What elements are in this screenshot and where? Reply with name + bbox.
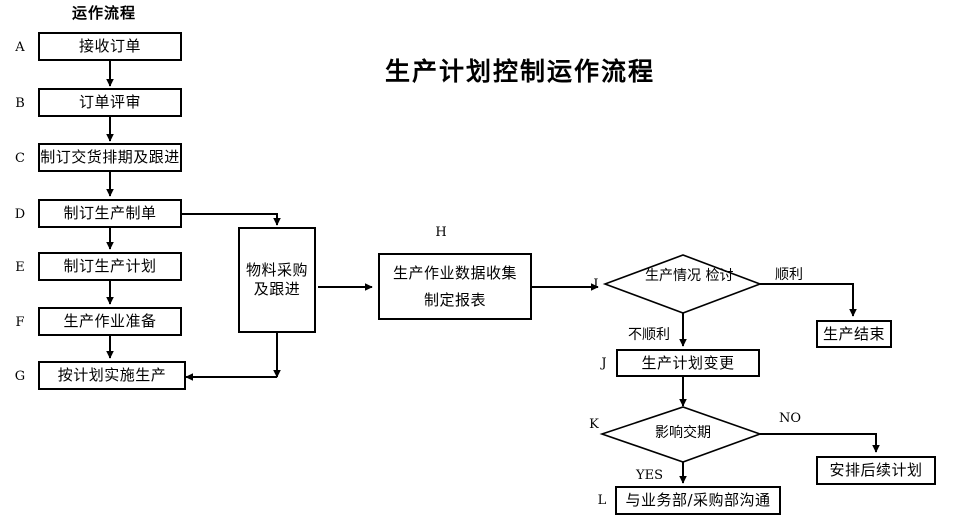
step-label-l: L <box>597 493 607 508</box>
step-label-k: K <box>589 417 599 432</box>
node-h-text-line1: 生产作业数据收集 <box>392 263 517 282</box>
step-label-d: D <box>14 207 26 222</box>
node-i-text-line1: 生产情况 <box>645 268 701 284</box>
node-material-text-line2: 及跟进 <box>253 280 301 298</box>
node-j-text: 生产计划变更 <box>641 353 735 372</box>
step-label-b: B <box>15 96 25 111</box>
node-g-execute-plan[interactable]: 按计划实施生产 <box>38 361 186 390</box>
node-a-receive-order[interactable]: 接收订单 <box>38 32 182 61</box>
node-g-text: 按计划实施生产 <box>57 366 167 385</box>
edge-label-yes: YES <box>636 468 663 483</box>
node-f-text: 生产作业准备 <box>63 312 157 331</box>
node-l-communicate[interactable]: 与业务部/采购部沟通 <box>615 486 781 515</box>
column-header-label: 运作流程 <box>72 4 137 22</box>
node-k-delivery-impact-decision[interactable]: 影响交期 <box>643 425 723 442</box>
node-b-order-review[interactable]: 订单评审 <box>38 88 182 117</box>
node-b-text: 订单评审 <box>78 93 141 112</box>
step-label-i: I <box>593 277 599 292</box>
edge-label-not-smooth: 不顺利 <box>628 327 670 343</box>
node-e-text: 制订生产计划 <box>63 257 157 276</box>
page-title: 生产计划控制运作流程 <box>385 57 656 86</box>
node-c-text: 制订交货排期及跟进 <box>40 148 180 167</box>
node-i-text-line2: 检讨 <box>705 268 734 284</box>
step-label-c: C <box>15 151 25 166</box>
step-label-f: F <box>15 315 25 330</box>
node-c-delivery-schedule[interactable]: 制订交货排期及跟进 <box>38 143 182 172</box>
node-k-text: 影响交期 <box>655 425 711 441</box>
node-l-text: 与业务部/采购部沟通 <box>625 491 771 510</box>
edge-label-no: NO <box>779 411 802 426</box>
node-f-production-prep[interactable]: 生产作业准备 <box>38 307 182 336</box>
node-e-production-plan[interactable]: 制订生产计划 <box>38 252 182 281</box>
node-a-text: 接收订单 <box>78 37 141 56</box>
step-label-e: E <box>15 260 25 275</box>
node-d-production-order[interactable]: 制订生产制单 <box>38 199 182 228</box>
node-j-plan-change[interactable]: 生产计划变更 <box>616 349 760 377</box>
node-h-data-collection[interactable]: 生产作业数据收集 制定报表 <box>378 253 532 320</box>
step-label-h: H <box>435 225 447 240</box>
step-label-j: J <box>601 356 607 371</box>
node-material-text-line1: 物料采购 <box>245 261 308 280</box>
node-end-text: 生产结束 <box>822 324 885 343</box>
node-production-end[interactable]: 生产结束 <box>816 320 892 348</box>
node-h-text-line2: 制定报表 <box>423 290 486 309</box>
node-material-purchasing[interactable]: 物料采购 及跟进 <box>238 227 316 333</box>
edge-label-smooth: 顺利 <box>775 267 803 283</box>
step-label-a: A <box>15 40 25 55</box>
node-i-review-decision[interactable]: 生产情况 检讨 <box>645 268 733 285</box>
node-next-text: 安排后续计划 <box>829 461 923 480</box>
node-arrange-followup-plan[interactable]: 安排后续计划 <box>816 456 936 485</box>
step-label-g: G <box>14 369 26 384</box>
node-d-text: 制订生产制单 <box>63 204 157 223</box>
